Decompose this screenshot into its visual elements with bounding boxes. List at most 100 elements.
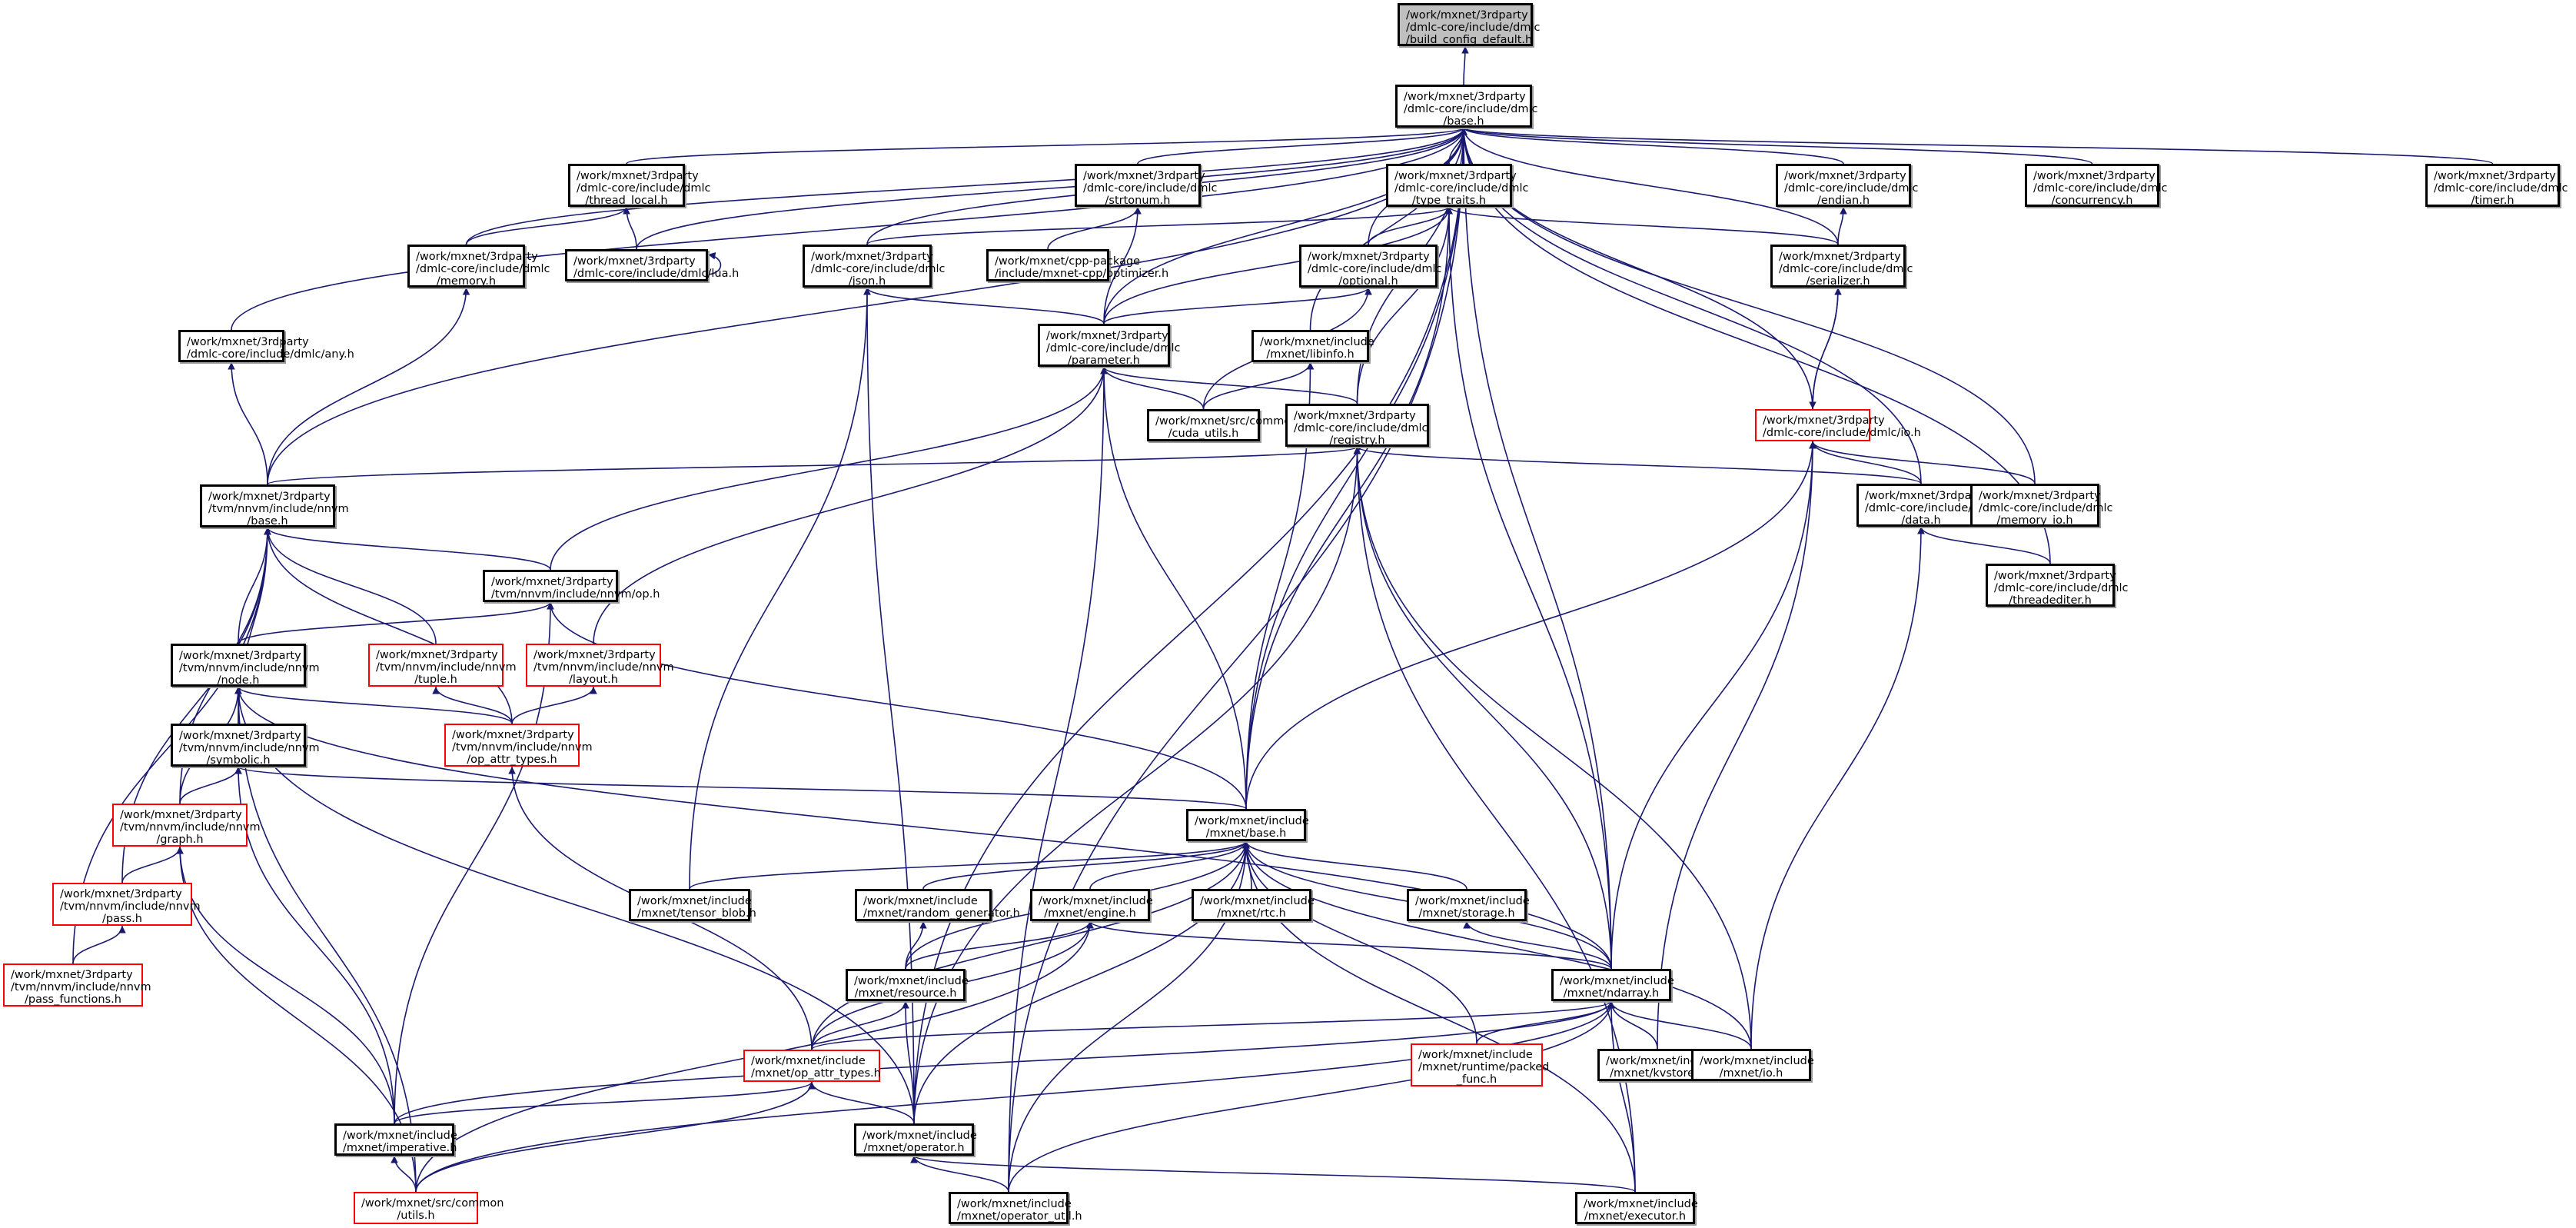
node-label-line: /symbolic.h <box>206 754 271 767</box>
node-pass-functions[interactable]: /work/mxnet/3rdparty/tvm/nnvm/include/nn… <box>3 963 151 1007</box>
node-label-line: /work/mxnet/include <box>1195 815 1309 827</box>
node-thread-local[interactable]: /work/mxnet/3rdparty/dmlc-core/include/d… <box>568 164 711 207</box>
edge-ndarray-to-dmlc_io <box>1610 441 1816 970</box>
edge-timer-to-dmlc_base <box>1460 127 2494 165</box>
node-label-line: /work/mxnet/3rdparty <box>179 730 301 742</box>
node-label-line: /registry.h <box>1329 434 1385 447</box>
node-optional[interactable]: /work/mxnet/3rdparty/dmlc-core/include/d… <box>1299 245 1442 288</box>
node-imperative[interactable]: /work/mxnet/include/mxnet/imperative.h <box>334 1123 457 1156</box>
node-nnvm-base[interactable]: /work/mxnet/3rdparty/tvm/nnvm/include/nn… <box>200 484 349 527</box>
node-tensor-blob[interactable]: /work/mxnet/include/mxnet/tensor_blob.h <box>629 889 756 921</box>
node-label-line: /thread_local.h <box>585 195 668 207</box>
node-executor[interactable]: /work/mxnet/include/mxnet/executor.h <box>1575 1192 1698 1224</box>
node-any[interactable]: /work/mxnet/3rdparty/dmlc-core/include/d… <box>178 330 354 362</box>
node-label-line: /work/mxnet/3rdparty <box>11 969 133 981</box>
edge-op_attr_types-to-ndarray <box>811 1000 1615 1050</box>
node-lua[interactable]: /work/mxnet/3rdparty/dmlc-core/include/d… <box>565 249 739 281</box>
node-label-line: /dmlc-core/include/dmlc <box>1046 342 1181 354</box>
edge-operator-to-op_attr_types <box>808 1081 915 1124</box>
node-memory-io[interactable]: /work/mxnet/3rdparty/dmlc-core/include/d… <box>1970 484 2113 527</box>
edge-op_attr_types-to-resource <box>811 1000 909 1050</box>
node-label-line: /work/mxnet/src/common <box>1155 415 1298 428</box>
node-operator-util[interactable]: /work/mxnet/include/mxnet/operator_util.… <box>949 1192 1082 1224</box>
node-storage[interactable]: /work/mxnet/include/mxnet/storage.h <box>1407 889 1530 921</box>
node-dmlc-base[interactable]: /work/mxnet/3rdparty/dmlc-core/include/d… <box>1395 85 1538 128</box>
node-label-line: /work/mxnet/3rdparty <box>1763 414 1885 427</box>
node-type-traits[interactable]: /work/mxnet/3rdparty/dmlc-core/include/d… <box>1386 164 1529 207</box>
node-build-config-default[interactable]: /work/mxnet/3rdparty/dmlc-core/include/d… <box>1398 3 1541 46</box>
node-memory[interactable]: /work/mxnet/3rdparty/dmlc-core/include/d… <box>407 245 550 288</box>
edge-nnvm_op_attr_types-to-nnvm_base <box>264 527 513 724</box>
node-label-line: /work/mxnet/cpp-package <box>995 255 1141 268</box>
node-label-line: /tvm/nnvm/include/nnvm/op.h <box>491 588 660 601</box>
node-label-line: /mxnet/ndarray.h <box>1563 987 1660 1000</box>
node-registry[interactable]: /work/mxnet/3rdparty/dmlc-core/include/d… <box>1285 404 1429 447</box>
node-nnvm-node[interactable]: /work/mxnet/3rdparty/tvm/nnvm/include/nn… <box>171 644 320 687</box>
edge-memory_io-to-dmlc_base <box>1460 127 2036 484</box>
node-random-generator[interactable]: /work/mxnet/include/mxnet/random_generat… <box>855 889 1020 921</box>
node-nnvm-op-attr-types[interactable]: /work/mxnet/3rdparty/tvm/nnvm/include/nn… <box>444 724 593 767</box>
node-utils[interactable]: /work/mxnet/src/common/utils.h <box>354 1192 504 1224</box>
edge-imperative-to-op_attr_types <box>394 1081 816 1124</box>
node-packed-func[interactable]: /work/mxnet/include/mxnet/runtime/packed… <box>1411 1043 1549 1087</box>
edge-registry-to-type_traits <box>1356 206 1453 404</box>
node-nnvm-layout[interactable]: /work/mxnet/3rdparty/tvm/nnvm/include/nn… <box>526 644 674 687</box>
node-label-line: /include/mxnet-cpp/optimizer.h <box>995 268 1169 280</box>
node-label-line: /tvm/nnvm/include/nnvm <box>179 742 320 754</box>
node-label-line: /timer.h <box>2471 195 2515 207</box>
edge-serializer-to-type_traits <box>1445 206 1839 245</box>
node-label-line: /work/mxnet/3rdparty <box>577 170 699 182</box>
node-resource[interactable]: /work/mxnet/include/mxnet/resource.h <box>846 969 969 1001</box>
node-nnvm-pass[interactable]: /work/mxnet/3rdparty/tvm/nnvm/include/nn… <box>52 883 201 926</box>
node-op-attr-types[interactable]: /work/mxnet/include/mxnet/op_attr_types.… <box>743 1050 881 1082</box>
node-label-line: /work/mxnet/3rdparty <box>187 336 309 348</box>
node-label-line: /node.h <box>217 674 260 687</box>
node-label-line: /dmlc-core/include/dmlc/any.h <box>187 348 354 361</box>
node-rtc[interactable]: /work/mxnet/include/mxnet/rtc.h <box>1192 889 1315 921</box>
node-concurrency[interactable]: /work/mxnet/3rdparty/dmlc-core/include/d… <box>2025 164 2168 207</box>
edge-tensor_blob-to-mxnet_base <box>689 840 1250 890</box>
node-libinfo[interactable]: /work/mxnet/include/mxnet/libinfo.h <box>1251 330 1374 362</box>
node-operator[interactable]: /work/mxnet/include/mxnet/operator.h <box>854 1123 977 1156</box>
edge-mxnet_io-to-mxnet_base <box>1242 840 1752 1050</box>
node-mxnet-base[interactable]: /work/mxnet/include/mxnet/base.h <box>1186 809 1309 841</box>
node-label-line: /work/mxnet/3rdparty <box>452 729 574 741</box>
node-ndarray[interactable]: /work/mxnet/include/mxnet/ndarray.h <box>1551 969 1674 1001</box>
node-parameter[interactable]: /work/mxnet/3rdparty/dmlc-core/include/d… <box>1038 324 1181 367</box>
node-endian[interactable]: /work/mxnet/3rdparty/dmlc-core/include/d… <box>1776 164 1919 207</box>
node-threadediter[interactable]: /work/mxnet/3rdparty/dmlc-core/include/d… <box>1986 564 2129 607</box>
edge-pass_functions-to-nnvm_base <box>72 527 271 964</box>
edge-nnvm_base-to-any <box>228 361 268 485</box>
node-engine[interactable]: /work/mxnet/include/mxnet/engine.h <box>1030 889 1153 921</box>
node-label-line: /mxnet/imperative.h <box>343 1142 457 1154</box>
edge-ndarray-to-registry <box>1353 446 1612 970</box>
edge-nnvm_node-to-nnvm_op <box>238 601 554 644</box>
node-nnvm-op[interactable]: /work/mxnet/3rdparty/tvm/nnvm/include/nn… <box>483 570 660 602</box>
node-label-line: /work/mxnet/3rdparty <box>491 576 613 588</box>
node-timer[interactable]: /work/mxnet/3rdparty/dmlc-core/include/d… <box>2425 164 2568 207</box>
node-label-line: /mxnet/engine.h <box>1044 907 1136 920</box>
node-label-line: /work/mxnet/include <box>957 1198 1072 1210</box>
node-label-line: /mxnet/operator_util.h <box>957 1210 1082 1223</box>
edge-executor-to-ndarray <box>1607 1000 1636 1193</box>
edge-ndarray-to-storage <box>1463 920 1612 970</box>
node-mxnet-io[interactable]: /work/mxnet/include/mxnet/io.h <box>1691 1049 1814 1081</box>
node-label-line: /work/mxnet/3rdparty <box>60 888 182 900</box>
edge-kvstore-to-dmlc_io <box>1657 441 1816 1050</box>
node-nnvm-symbolic[interactable]: /work/mxnet/3rdparty/tvm/nnvm/include/nn… <box>171 724 320 767</box>
node-strtonum[interactable]: /work/mxnet/3rdparty/dmlc-core/include/d… <box>1075 164 1218 207</box>
node-serializer[interactable]: /work/mxnet/3rdparty/dmlc-core/include/d… <box>1770 245 1913 288</box>
edge-random_generator-to-mxnet_base <box>922 840 1250 890</box>
node-label-line: /dmlc-core/include/dmlc <box>1784 182 1919 195</box>
node-nnvm-graph[interactable]: /work/mxnet/3rdparty/tvm/nnvm/include/nn… <box>112 804 261 847</box>
node-cuda-utils[interactable]: /work/mxnet/src/common/cuda_utils.h <box>1147 409 1298 441</box>
node-optimizer[interactable]: /work/mxnet/cpp-package/include/mxnet-cp… <box>986 249 1169 281</box>
node-label-line: /pass.h <box>102 913 142 925</box>
node-nnvm-tuple[interactable]: /work/mxnet/3rdparty/tvm/nnvm/include/nn… <box>368 644 517 687</box>
node-dmlc-io[interactable]: /work/mxnet/3rdparty/dmlc-core/include/d… <box>1755 409 1921 441</box>
node-json[interactable]: /work/mxnet/3rdparty/dmlc-core/include/d… <box>803 245 946 288</box>
edge-nnvm_op_attr_types-to-nnvm_tuple <box>432 686 513 724</box>
edge-imperative-to-nnvm_graph <box>176 846 395 1124</box>
node-data[interactable]: /work/mxnet/3rdparty/dmlc-core/include/d… <box>1856 484 1999 527</box>
